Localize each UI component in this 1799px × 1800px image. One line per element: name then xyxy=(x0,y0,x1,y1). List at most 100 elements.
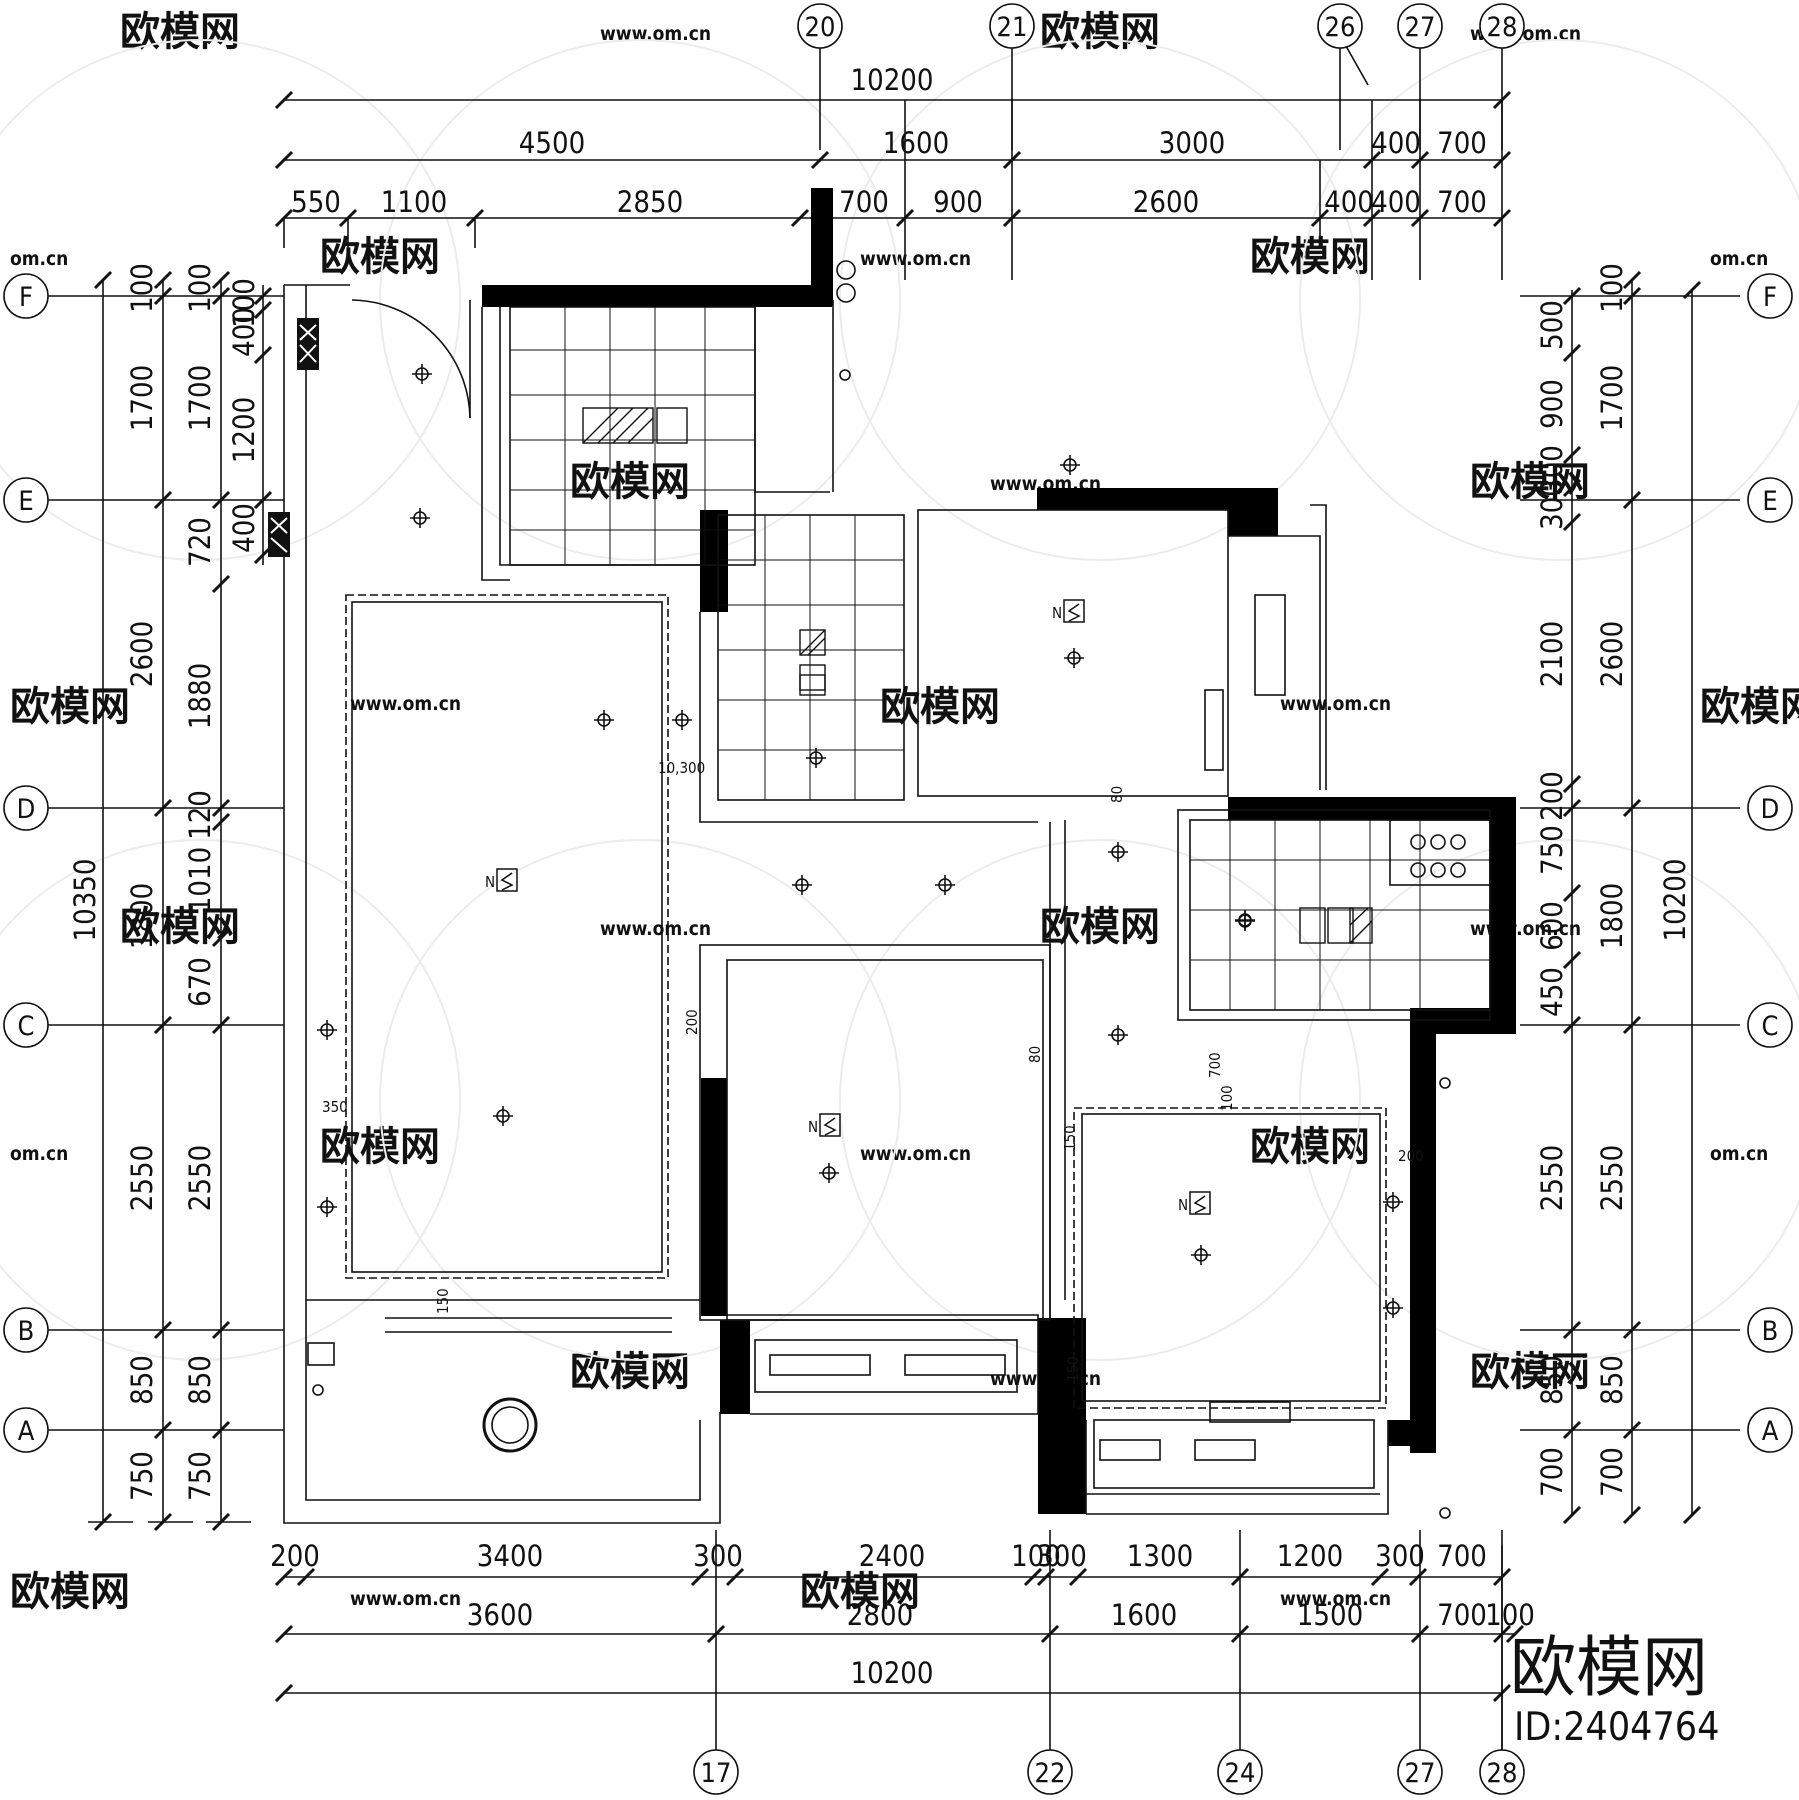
dim-left-outer: 2550 xyxy=(125,1145,159,1211)
watermark-text: 欧模网 xyxy=(1470,459,1590,505)
dim-bottom-row1: 2400 xyxy=(859,1539,925,1573)
axis-label-bottom: 28 xyxy=(1487,1758,1518,1789)
axis-label-right: A xyxy=(1762,1416,1779,1447)
north-mark-box-icon xyxy=(819,1113,841,1137)
watermark-url-short: om.cn xyxy=(10,1143,68,1165)
watermark-text: 欧模网 xyxy=(320,1124,440,1170)
window-markers xyxy=(268,318,319,557)
brand-name: 欧模网 xyxy=(1510,1629,1708,1706)
dim-left-window: 100 xyxy=(227,278,261,328)
dim-left-inner: 1700 xyxy=(183,365,217,431)
dim-right-outer: 100 xyxy=(1595,263,1629,313)
watermark-url-short: om.cn xyxy=(1710,1143,1768,1165)
watermark-url: www.om.cn xyxy=(1280,693,1391,715)
wall-outlines xyxy=(283,260,1491,1524)
dim-bottom-row1: 700 xyxy=(1437,1539,1487,1573)
axis-label-top: 28 xyxy=(1487,12,1518,43)
dim-top-row3: 1100 xyxy=(381,185,447,219)
watermark-text: 欧模网 xyxy=(10,684,130,730)
axis-label-top: 21 xyxy=(997,12,1028,43)
watermark-layer: 欧模网欧模网欧模网欧模网欧模网欧模网欧模网欧模网欧模网欧模网欧模网欧模网欧模网欧… xyxy=(0,9,1799,1615)
dim-right-inner: 500 xyxy=(1535,300,1569,350)
north-mark-arrow-icon xyxy=(500,872,514,891)
dim-left-outer: 750 xyxy=(125,1451,159,1501)
north-mark-label: N xyxy=(485,873,495,891)
dim-bottom-row1: 300 xyxy=(693,1539,743,1573)
watermark-url: www.om.cn xyxy=(350,1588,461,1610)
dim-top-row2: 3000 xyxy=(1159,126,1225,160)
dim-right-outer: 850 xyxy=(1595,1355,1629,1405)
room-note: 80 xyxy=(1026,1046,1044,1063)
axis-label-left: B xyxy=(18,1316,35,1347)
dim-left-outer: 1800 xyxy=(125,883,159,949)
dim-right-inner: 850 xyxy=(1535,1355,1569,1405)
dim-top-row3: 900 xyxy=(933,185,983,219)
watermark-url: www.om.cn xyxy=(860,1143,971,1165)
north-mark-label: N xyxy=(1052,604,1062,622)
watermark-text: 欧模网 xyxy=(570,459,690,505)
axis-label-bottom: 24 xyxy=(1225,1758,1256,1789)
dim-bottom-row2: 1600 xyxy=(1111,1598,1177,1632)
watermark-text: 欧模网 xyxy=(1470,1349,1590,1395)
dim-bottom-row2: 700 xyxy=(1437,1598,1487,1632)
dim-bottom-row1: 1300 xyxy=(1127,1539,1193,1573)
window-marker-hatch xyxy=(270,324,317,553)
dim-top-row2: 400 xyxy=(1371,126,1421,160)
axis-label-right: B xyxy=(1762,1316,1779,1347)
dim-left-inner: 850 xyxy=(183,1355,217,1405)
watermark-text: 欧模网 xyxy=(1250,1124,1370,1170)
axis-label-left: A xyxy=(18,1416,35,1447)
watermark-text: 欧模网 xyxy=(320,234,440,280)
dim-top-total: 10200 xyxy=(851,63,934,97)
dim-left-inner: 100 xyxy=(183,263,217,313)
dim-right-outer: 1700 xyxy=(1595,365,1629,431)
dim-left-inner: 120 xyxy=(183,790,217,840)
axis-label-left: D xyxy=(17,794,36,825)
dim-right-inner: 200 xyxy=(1535,771,1569,821)
hatched-fixtures xyxy=(582,407,1373,944)
dim-left-inner: 670 xyxy=(183,957,217,1007)
axis-label-left: F xyxy=(19,282,33,313)
axis-label-top: 26 xyxy=(1325,12,1356,43)
dim-top-row3: 400 xyxy=(1324,185,1374,219)
dim-right-outer: 2550 xyxy=(1595,1145,1629,1211)
dim-top-row2: 700 xyxy=(1437,126,1487,160)
dim-right-inner: 2550 xyxy=(1535,1145,1569,1211)
watermark-text: 欧模网 xyxy=(1700,684,1799,730)
north-mark-box-icon xyxy=(1189,1191,1211,1215)
watermark-url: www.om.cn xyxy=(860,248,971,270)
dim-left-inner: 1880 xyxy=(183,663,217,729)
dim-left-window: 1200 xyxy=(227,397,261,463)
north-mark-label: N xyxy=(808,1118,818,1136)
axis-label-bottom: 22 xyxy=(1035,1758,1066,1789)
dim-top-row3: 700 xyxy=(839,185,889,219)
dim-top-row3: 700 xyxy=(1437,185,1487,219)
dim-left-outer: 1700 xyxy=(125,365,159,431)
dim-top-row3: 400 xyxy=(1371,185,1421,219)
dim-left-inner: 750 xyxy=(183,1451,217,1501)
watermark-arc xyxy=(0,39,461,561)
room-note: 150 xyxy=(434,1288,452,1314)
watermark-url: www.om.cn xyxy=(600,918,711,940)
dim-left-outer: 850 xyxy=(125,1355,159,1405)
room-note: 10,300 xyxy=(658,759,705,777)
dim-top-row3: 550 xyxy=(291,185,341,219)
dim-right-outer: 2600 xyxy=(1595,621,1629,687)
dim-right-inner: 700 xyxy=(1535,1447,1569,1497)
dim-top-row3: 2600 xyxy=(1133,185,1199,219)
dim-right-inner: 900 xyxy=(1535,379,1569,429)
dim-left-window: 400 xyxy=(227,503,261,553)
dim-right-outer: 1800 xyxy=(1595,883,1629,949)
watermark-arc xyxy=(379,839,901,1361)
ceiling-lights xyxy=(317,364,1403,1318)
watermark-url: www.om.cn xyxy=(350,693,461,715)
walls xyxy=(482,188,1516,1514)
watermark-arc xyxy=(1299,39,1799,561)
dim-bottom-row2: 2800 xyxy=(847,1598,913,1632)
watermark-text: 欧模网 xyxy=(1040,904,1160,950)
dim-right-inner: 300 xyxy=(1535,445,1569,495)
